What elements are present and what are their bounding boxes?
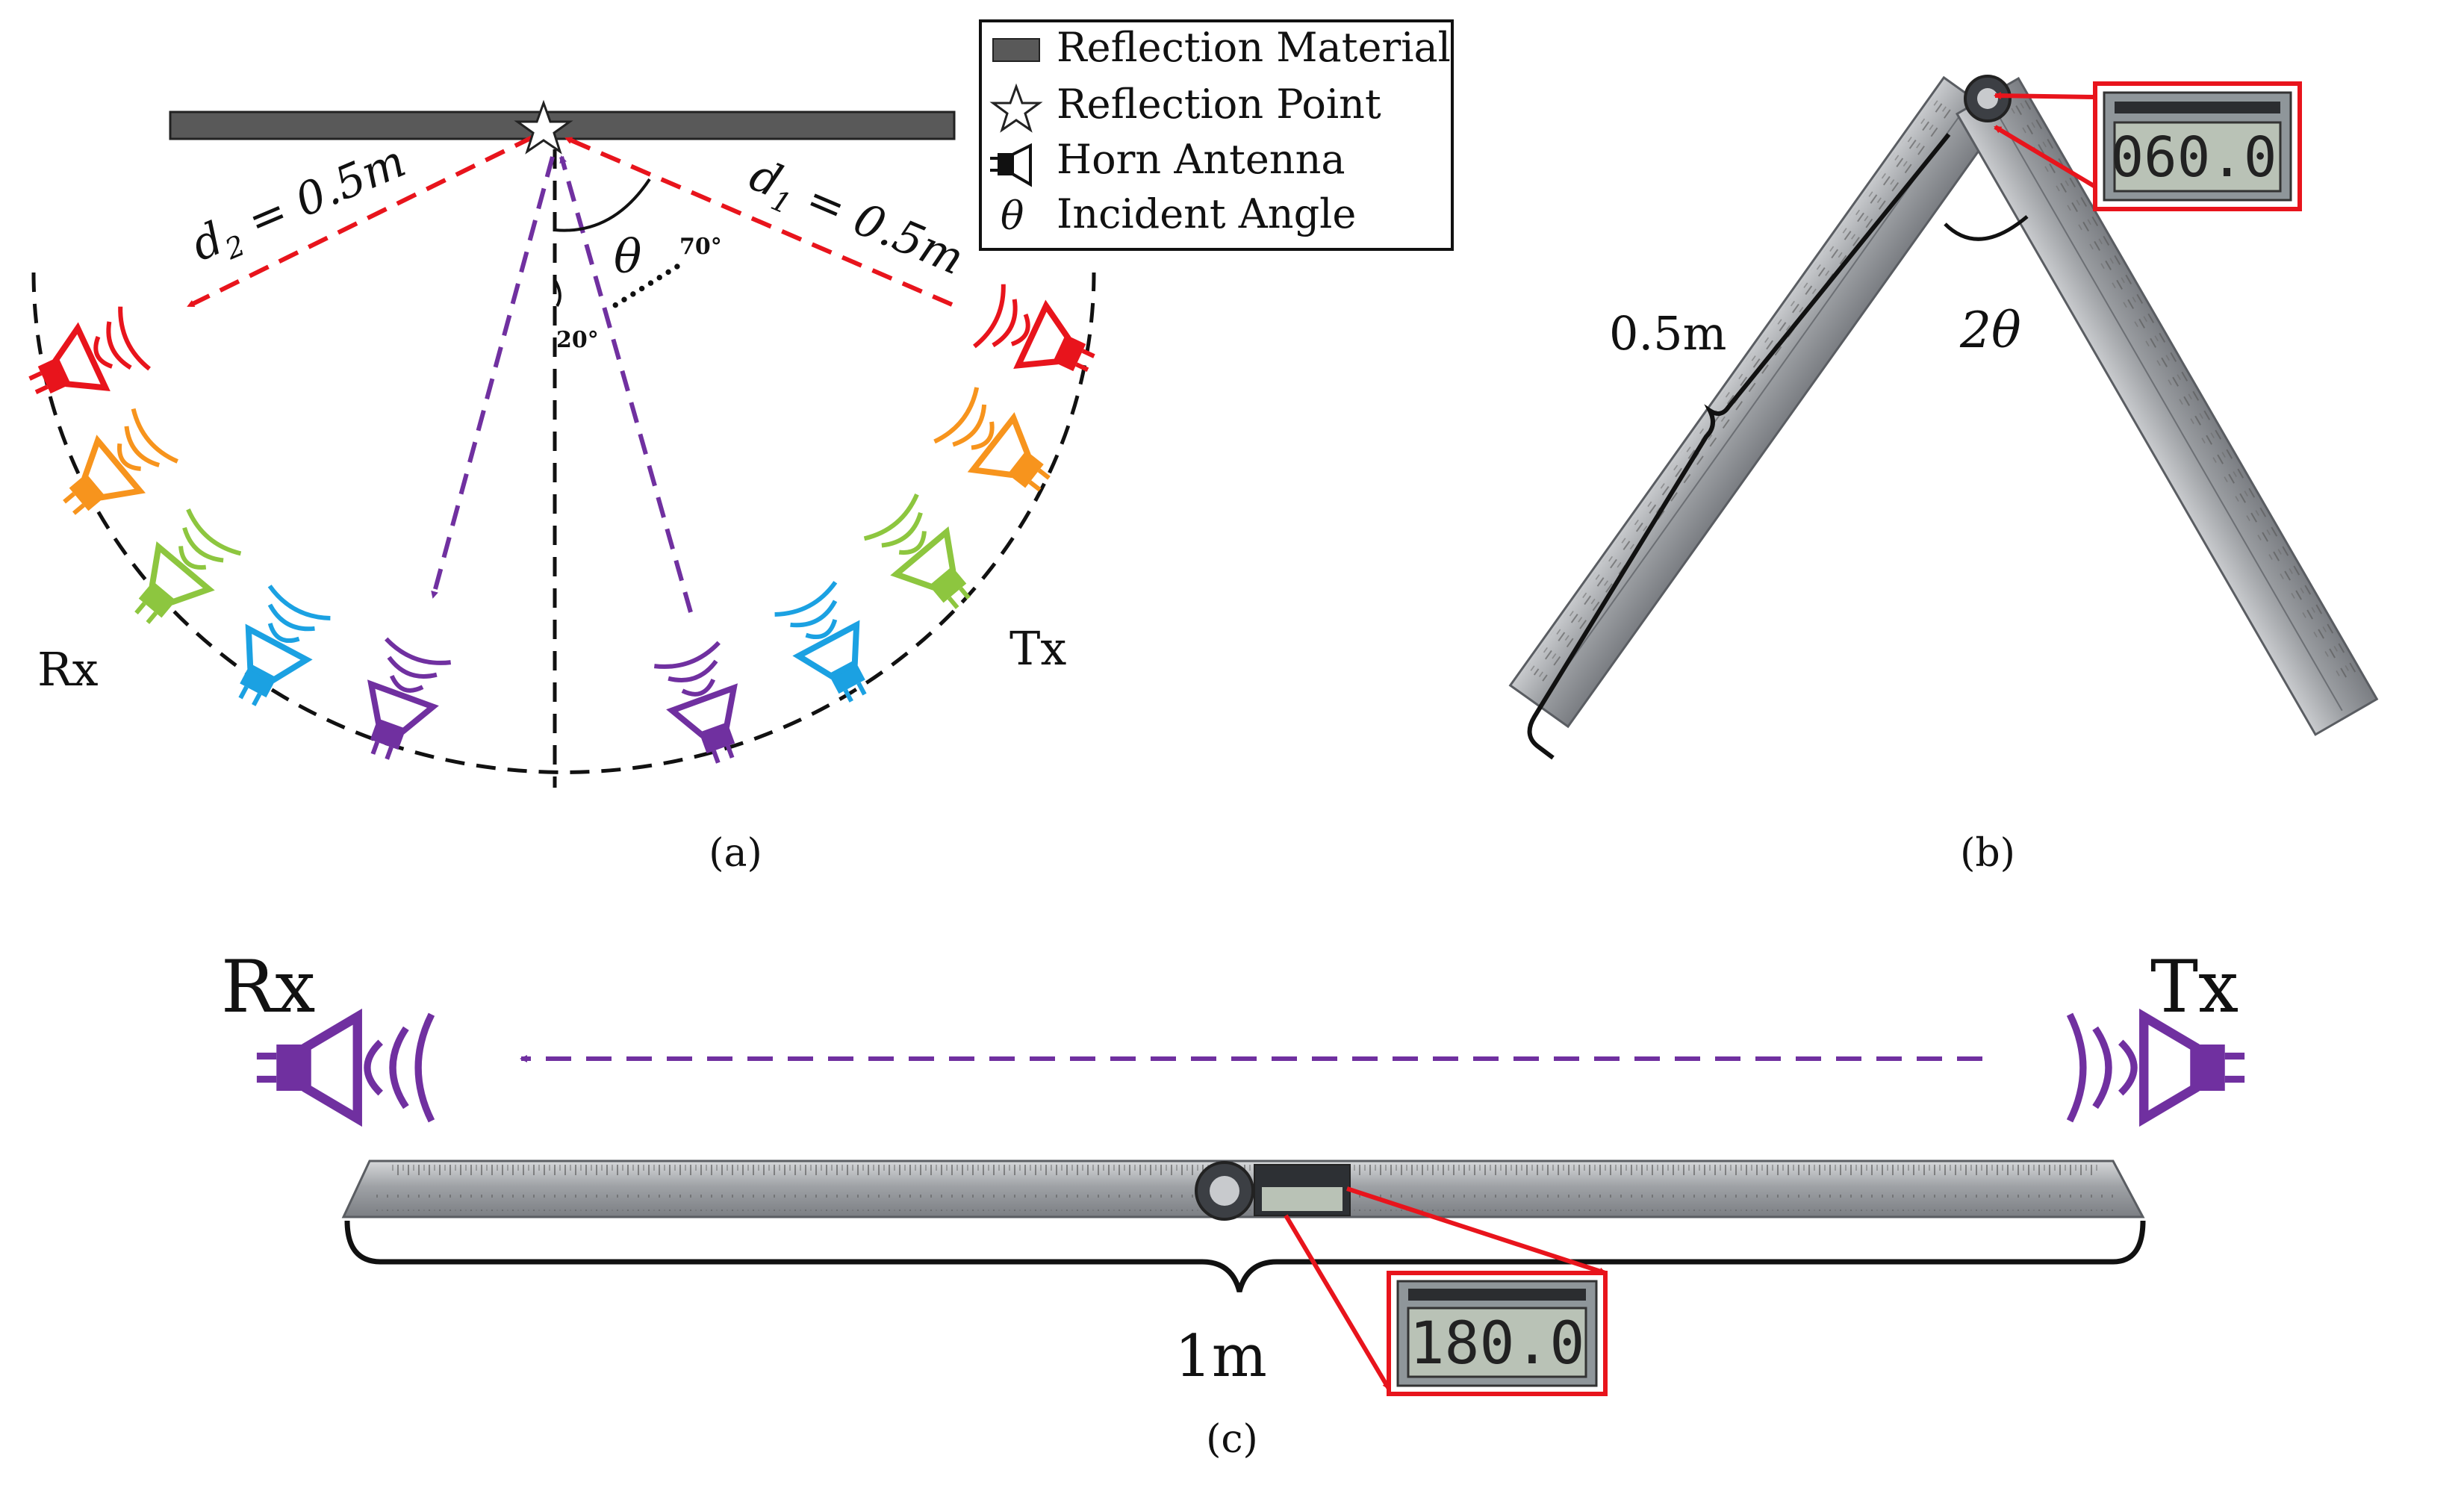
- rx-label-c: Rx: [221, 945, 315, 1029]
- purple-arrow-from-tx: [559, 155, 693, 613]
- tx-antenna-c-waves: [2066, 1012, 2138, 1123]
- tx-antenna-1-waves: [973, 284, 1030, 349]
- reflection-material-bar: [169, 110, 956, 140]
- small-angle-arc: [553, 278, 561, 308]
- d1-label: d1 = 0.5m: [740, 149, 971, 290]
- legend: θ Reflection Material Reflection Point H…: [979, 19, 1454, 251]
- rx-antenna-c-waves: [364, 1012, 435, 1123]
- d2-label: d2 = 0.5m: [184, 135, 416, 277]
- theta-label: θ: [614, 229, 641, 284]
- lcd-buttons-b: [2115, 102, 2280, 113]
- legend-label-reflection-point: Reflection Point: [1057, 81, 1381, 128]
- legend-horn-antenna-icon: [990, 143, 1032, 187]
- rx-antenna-2: [63, 408, 178, 515]
- d1-value: = 0.5m: [785, 167, 971, 285]
- legend-label-incident-angle: Incident Angle: [1057, 190, 1356, 237]
- d2-value: = 0.5m: [227, 135, 413, 253]
- tx-label-a: Tx: [1009, 621, 1066, 676]
- zoom-line-c2: [1284, 1214, 1391, 1390]
- tx-antenna-5: [653, 641, 738, 764]
- rx-antenna-3-waves: [178, 508, 242, 570]
- rx-label-a: Rx: [37, 642, 99, 697]
- legend-label-reflection-material: Reflection Material: [1057, 24, 1451, 71]
- rx-antenna-5-waves: [385, 637, 452, 693]
- rx-antenna-4: [238, 585, 331, 706]
- tx-antenna-1: [973, 284, 1095, 372]
- tx-antenna-3-waves: [863, 494, 927, 555]
- legend-star-icon: [989, 83, 1043, 133]
- ruler-c-hinge-center: [1210, 1176, 1239, 1206]
- reflection-point-star: [514, 99, 573, 155]
- tx-antenna-c: [2066, 1008, 2245, 1127]
- angle-min-label: 20°: [556, 327, 599, 353]
- tx-antenna-2-waves: [933, 387, 995, 450]
- caption-a: (a): [709, 831, 762, 876]
- length-brace-c: [344, 1220, 2146, 1292]
- zoom-line-b2: [1994, 125, 2097, 189]
- theta-arc: [554, 178, 651, 232]
- tx-antenna-4-waves: [774, 581, 838, 640]
- rx-antenna-3: [134, 508, 242, 624]
- caption-c: (c): [1206, 1417, 1258, 1462]
- zoom-line-c1: [1346, 1186, 1607, 1275]
- angle-max-label: 70°: [679, 234, 722, 260]
- antenna-track-arc: [31, 272, 1096, 774]
- lcd-screen-c: [1407, 1307, 1587, 1378]
- red-arrow-from-tx: [564, 136, 953, 307]
- antenna-group-c: [256, 1008, 2245, 1127]
- antenna-group-a: [28, 284, 1095, 764]
- legend-bar-icon: [992, 38, 1040, 62]
- tx-antenna-2: [933, 387, 1051, 492]
- rx-antenna-2-waves: [117, 408, 178, 471]
- rx-antenna-5: [367, 637, 452, 760]
- panel-a: θ 70° 20° ........ d2 = 0.5m d1 = 0.5m R…: [28, 99, 1096, 876]
- rx-antenna-1: [28, 306, 151, 394]
- tx-antenna-4: [774, 581, 867, 703]
- lcd-value-c: 180.0: [1410, 1310, 1585, 1378]
- lcd-buttons-c: [1408, 1289, 1586, 1301]
- length-label-b: 0.5m: [1609, 306, 1726, 361]
- lcd-value-b: 060.0: [2111, 125, 2277, 190]
- ruler-left-arm: [1508, 75, 2003, 729]
- two-theta-label: 2θ: [1959, 302, 2021, 359]
- rx-antenna-1-waves: [93, 306, 151, 371]
- rx-antenna-4-waves: [267, 585, 331, 644]
- length-label-c: 1m: [1175, 1323, 1267, 1390]
- rx-antenna-c: [256, 1008, 435, 1127]
- panel-c: Rx Tx 1m 180.0 (c): [221, 945, 2245, 1462]
- ruler-hinge-center: [1977, 88, 1998, 109]
- two-theta-arc: [1944, 215, 2029, 241]
- ruler-c-display-screen: [1262, 1187, 1343, 1211]
- tx-antenna-5-waves: [653, 641, 721, 697]
- panel-b: 2θ 0.5m 060.0 (b): [1508, 75, 2379, 876]
- tx-antenna-3: [863, 494, 971, 609]
- tx-label-c: Tx: [2150, 945, 2239, 1029]
- angle-dots: ........: [597, 243, 686, 317]
- zoom-line-b1: [1994, 92, 2096, 100]
- legend-box: [979, 19, 1454, 251]
- length-brace-b: [1527, 133, 1951, 760]
- purple-arrow-to-rx: [431, 156, 555, 599]
- legend-theta-icon: θ: [1001, 194, 1024, 239]
- caption-b: (b): [1960, 831, 2015, 876]
- legend-label-horn-antenna: Horn Antenna: [1057, 136, 1345, 183]
- lcd-screen-b: [2113, 121, 2282, 193]
